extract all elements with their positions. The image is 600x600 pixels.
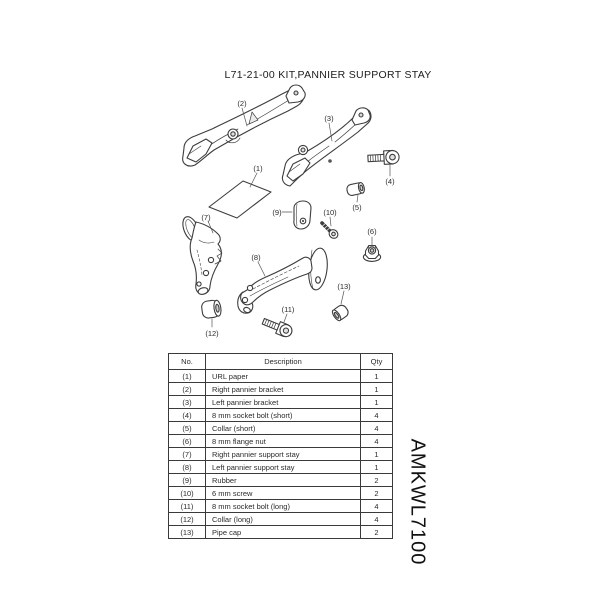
part-collar-long <box>201 299 222 319</box>
row-qty: 4 <box>360 408 393 422</box>
row-no: (2) <box>168 382 206 396</box>
table-row: (5)Collar (short)4 <box>168 421 393 435</box>
row-description: Left pannier bracket <box>205 395 361 409</box>
header-no: No. <box>168 353 206 370</box>
callout-8: (8) <box>251 253 261 262</box>
part-socket-bolt-long <box>261 317 293 338</box>
row-qty: 1 <box>360 447 393 461</box>
callout-11: (11) <box>282 305 295 314</box>
row-no: (5) <box>168 421 206 435</box>
row-qty: 2 <box>360 473 393 487</box>
row-qty: 4 <box>360 512 393 526</box>
row-qty: 1 <box>360 395 393 409</box>
row-qty: 2 <box>360 486 393 500</box>
row-description: Left pannier support stay <box>205 460 361 474</box>
row-description: 8 mm socket bolt (short) <box>205 408 361 422</box>
part-collar-short <box>346 181 365 196</box>
row-qty: 4 <box>360 499 393 513</box>
row-qty: 1 <box>360 382 393 396</box>
part-right-pannier-support-stay <box>182 216 223 295</box>
table-row: (12)Collar (long)4 <box>168 512 393 526</box>
part-code-vertical: AMKWL7100 <box>406 438 429 566</box>
table-header-row: No. Description Qty <box>168 353 393 370</box>
part-socket-bolt-short <box>367 149 400 165</box>
part-left-pannier-support-stay <box>237 247 328 314</box>
callout-12: (12) <box>205 329 219 338</box>
row-description: Rubber <box>205 473 361 487</box>
part-url-paper <box>208 180 272 219</box>
row-no: (3) <box>168 395 206 409</box>
callout-leaders <box>207 107 391 328</box>
row-no: (11) <box>168 499 206 513</box>
row-no: (4) <box>168 408 206 422</box>
part-6mm-screw <box>320 221 339 239</box>
row-description: URL paper <box>205 369 361 383</box>
part-flange-nut <box>362 245 382 262</box>
callout-7: (7) <box>201 213 211 222</box>
row-qty: 4 <box>360 421 393 435</box>
header-description: Description <box>205 353 361 370</box>
row-no: (10) <box>168 486 206 500</box>
row-qty: 1 <box>360 460 393 474</box>
table-row: (4)8 mm socket bolt (short)4 <box>168 408 393 422</box>
part-pipe-cap <box>331 304 349 322</box>
callout-2: (2) <box>237 99 247 108</box>
callout-labels: (1) (2) (3) (4) (5) (6) (7) (8) (9) (10)… <box>201 99 395 338</box>
row-no: (1) <box>168 369 206 383</box>
row-no: (12) <box>168 512 206 526</box>
row-qty: 4 <box>360 434 393 448</box>
row-no: (6) <box>168 434 206 448</box>
row-qty: 1 <box>360 369 393 383</box>
header-qty: Qty <box>360 353 393 370</box>
row-qty: 2 <box>360 525 393 539</box>
row-description: 6 mm screw <box>205 486 361 500</box>
part-rubber <box>293 200 312 230</box>
callout-10: (10) <box>323 208 337 217</box>
row-description: Right pannier bracket <box>205 382 361 396</box>
callout-1: (1) <box>253 164 263 173</box>
row-description: Right pannier support stay <box>205 447 361 461</box>
row-no: (8) <box>168 460 206 474</box>
callout-5: (5) <box>352 203 362 212</box>
callout-6: (6) <box>367 227 377 236</box>
row-no: (9) <box>168 473 206 487</box>
callout-3: (3) <box>324 114 334 123</box>
callout-4: (4) <box>385 177 395 186</box>
row-description: 8 mm socket bolt (long) <box>205 499 361 513</box>
row-description: Collar (short) <box>205 421 361 435</box>
row-no: (7) <box>168 447 206 461</box>
page-title: L71-21-00 KIT,PANNIER SUPPORT STAY <box>224 69 432 81</box>
callout-13: (13) <box>337 282 351 291</box>
row-no: (13) <box>168 525 206 539</box>
row-description: Pipe cap <box>205 525 361 539</box>
table-row: (11)8 mm socket bolt (long)4 <box>168 499 393 513</box>
part-right-pannier-bracket <box>182 84 306 167</box>
callout-9: (9) <box>272 208 282 217</box>
row-description: 8 mm flange nut <box>205 434 361 448</box>
part-left-pannier-bracket <box>281 107 372 187</box>
row-description: Collar (long) <box>205 512 361 526</box>
